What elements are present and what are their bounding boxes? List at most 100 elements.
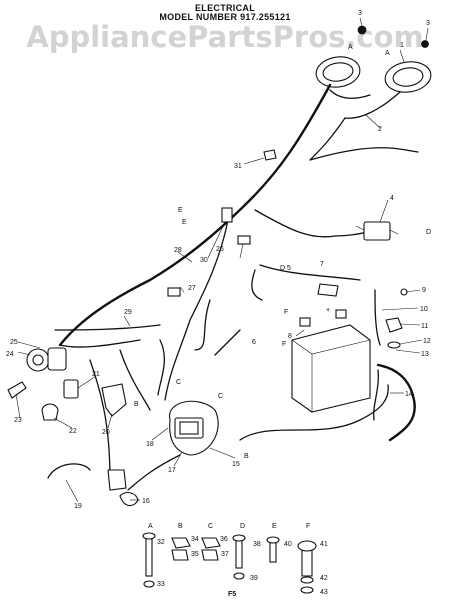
label-14: 14 bbox=[405, 391, 413, 398]
label-7: 7 bbox=[320, 261, 324, 268]
nut-33[interactable] bbox=[143, 580, 155, 588]
letter-c1: C bbox=[176, 379, 181, 386]
hardware-row bbox=[142, 532, 317, 594]
label-4: 4 bbox=[390, 195, 394, 202]
label-36: 36 bbox=[220, 536, 228, 543]
letter-e2: E bbox=[182, 219, 187, 226]
label-37: 37 bbox=[221, 551, 229, 558]
label-31: 31 bbox=[234, 163, 242, 170]
battery[interactable] bbox=[291, 309, 371, 413]
bolt-32[interactable] bbox=[145, 535, 153, 577]
label-18: 18 bbox=[146, 441, 154, 448]
ignition-key[interactable] bbox=[7, 381, 27, 399]
regulator-4[interactable] bbox=[355, 221, 399, 241]
nut-43[interactable] bbox=[300, 586, 314, 594]
nut-37[interactable] bbox=[201, 549, 219, 561]
hw-letter-c: C bbox=[208, 523, 213, 530]
headlight-left[interactable] bbox=[314, 54, 362, 90]
part-labels: 1 2 3 3 4 5 6 7 8 9 10 11 12 13 14 15 16… bbox=[6, 10, 431, 596]
label-30: 30 bbox=[200, 257, 208, 264]
label-16: 16 bbox=[142, 498, 150, 505]
washer-34[interactable] bbox=[171, 537, 191, 549]
label-38: 38 bbox=[253, 541, 261, 548]
label-3: 3 bbox=[358, 10, 362, 17]
label-43: 43 bbox=[320, 589, 328, 596]
label-9: 9 bbox=[422, 287, 426, 294]
label-33: 33 bbox=[157, 581, 165, 588]
fuse-7[interactable] bbox=[317, 283, 339, 297]
label-13: 13 bbox=[421, 351, 429, 358]
letter-e1: E bbox=[178, 207, 183, 214]
label-28: 28 bbox=[174, 247, 182, 254]
label-40: 40 bbox=[284, 541, 292, 548]
letter-f2: F bbox=[282, 341, 286, 348]
label-24: 24 bbox=[6, 351, 14, 358]
letter-d2: D bbox=[426, 229, 431, 236]
connection-letters: A A B B C C D D E E F F A B C D E F + bbox=[134, 44, 431, 530]
battery-plus: + bbox=[326, 307, 330, 314]
label-2: 2 bbox=[378, 126, 382, 133]
leader-lines bbox=[15, 17, 429, 503]
hw-letter-f: F bbox=[306, 523, 310, 530]
connector-26[interactable] bbox=[237, 235, 251, 245]
label-32: 32 bbox=[157, 539, 165, 546]
label-17: 17 bbox=[168, 467, 176, 474]
label-15: 15 bbox=[232, 461, 240, 468]
letter-c2: C bbox=[218, 393, 223, 400]
nut-39[interactable] bbox=[233, 572, 245, 580]
label-11: 11 bbox=[421, 323, 428, 330]
letter-b2: B bbox=[244, 453, 249, 460]
letter-b1: B bbox=[134, 401, 139, 408]
terminal-31[interactable] bbox=[263, 149, 277, 161]
label-29: 29 bbox=[124, 309, 132, 316]
letter-d1: D bbox=[280, 265, 285, 272]
label-20: 20 bbox=[102, 429, 110, 436]
washer-36[interactable] bbox=[201, 537, 221, 549]
wire-19[interactable] bbox=[47, 463, 91, 479]
diagram-title: ELECTRICAL bbox=[195, 3, 255, 13]
hw-letter-e: E bbox=[272, 523, 277, 530]
nut-11[interactable] bbox=[385, 317, 403, 333]
nut-35[interactable] bbox=[171, 549, 189, 561]
label-12: 12 bbox=[423, 338, 431, 345]
label-35: 35 bbox=[191, 551, 199, 558]
connector-30[interactable] bbox=[221, 207, 233, 223]
figure-code: F5 bbox=[228, 591, 236, 598]
bolt-38[interactable] bbox=[235, 537, 243, 569]
plug-16[interactable] bbox=[119, 491, 139, 507]
washer-42[interactable] bbox=[300, 576, 314, 584]
label-23: 23 bbox=[14, 417, 22, 424]
label-22: 22 bbox=[69, 428, 77, 435]
letter-f1: F bbox=[284, 309, 288, 316]
bracket-20[interactable] bbox=[101, 383, 127, 417]
label-27: 27 bbox=[188, 285, 196, 292]
hw-letter-d: D bbox=[240, 523, 245, 530]
headlight-right[interactable] bbox=[383, 59, 433, 95]
light-bulb-3b[interactable] bbox=[421, 40, 429, 48]
label-39: 39 bbox=[250, 575, 258, 582]
switch-21[interactable] bbox=[63, 379, 79, 399]
label-41: 41 bbox=[320, 541, 328, 548]
label-26: 26 bbox=[216, 246, 224, 253]
label-34: 34 bbox=[191, 536, 199, 543]
watermark: AppliancePartsPros.com bbox=[26, 20, 424, 54]
connector-18[interactable] bbox=[107, 469, 127, 491]
letter-a1: A bbox=[348, 44, 353, 51]
solenoid[interactable] bbox=[169, 400, 219, 456]
light-bulb-3[interactable] bbox=[357, 25, 367, 35]
letter-a2: A bbox=[385, 50, 390, 57]
clip-27[interactable] bbox=[167, 287, 181, 297]
cap-22[interactable] bbox=[41, 403, 59, 421]
hw-letter-b: B bbox=[178, 523, 183, 530]
washer-12[interactable] bbox=[387, 341, 401, 349]
ignition-switch[interactable] bbox=[26, 347, 67, 372]
label-25: 25 bbox=[10, 339, 18, 346]
label-5: 5 bbox=[287, 265, 291, 272]
label-1: 1 bbox=[400, 42, 404, 49]
label-3b: 3 bbox=[426, 20, 430, 27]
label-21: 21 bbox=[92, 371, 100, 378]
hw-letter-a: A bbox=[148, 523, 153, 530]
label-10: 10 bbox=[420, 306, 428, 313]
